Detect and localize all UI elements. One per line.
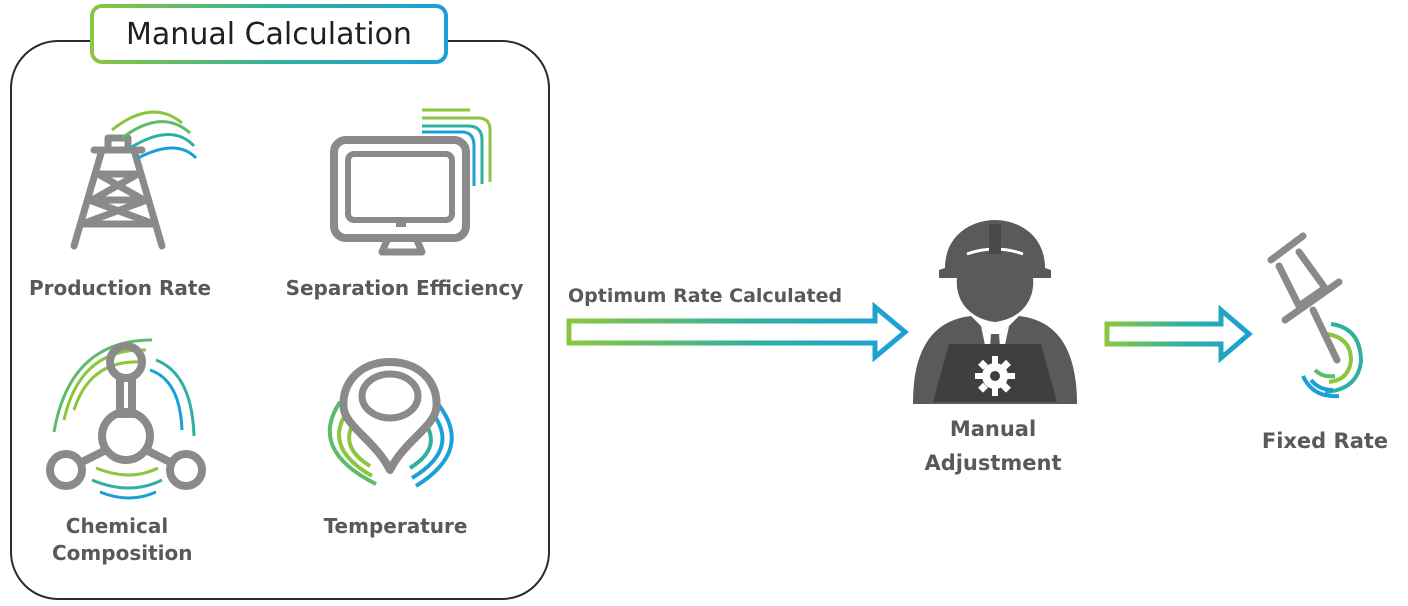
production-rate-label: Production Rate <box>28 276 212 300</box>
molecule-icon <box>46 338 206 500</box>
separation-efficiency-label: Separation Efficiency <box>285 276 524 300</box>
panel-title-box: Manual Calculation <box>90 4 448 64</box>
push-pin-icon <box>1267 232 1364 399</box>
flow-arrow-2 <box>1104 304 1253 364</box>
location-pin-icon <box>327 358 454 488</box>
fixed-rate-label: Fixed Rate <box>1261 429 1389 453</box>
manual-adjustment-label: Manual Adjustment <box>924 417 1062 475</box>
temperature-label: Temperature <box>323 514 468 538</box>
worker-icon <box>913 220 1077 404</box>
chemical-composition-label: Chemical Composition <box>52 514 193 565</box>
panel-title: Manual Calculation <box>126 16 412 52</box>
oil-derrick-icon <box>70 110 198 250</box>
monitor-icon <box>330 108 492 256</box>
optimum-rate-label: Optimum Rate Calculated <box>568 285 843 307</box>
flow-arrow-1 <box>566 301 909 363</box>
